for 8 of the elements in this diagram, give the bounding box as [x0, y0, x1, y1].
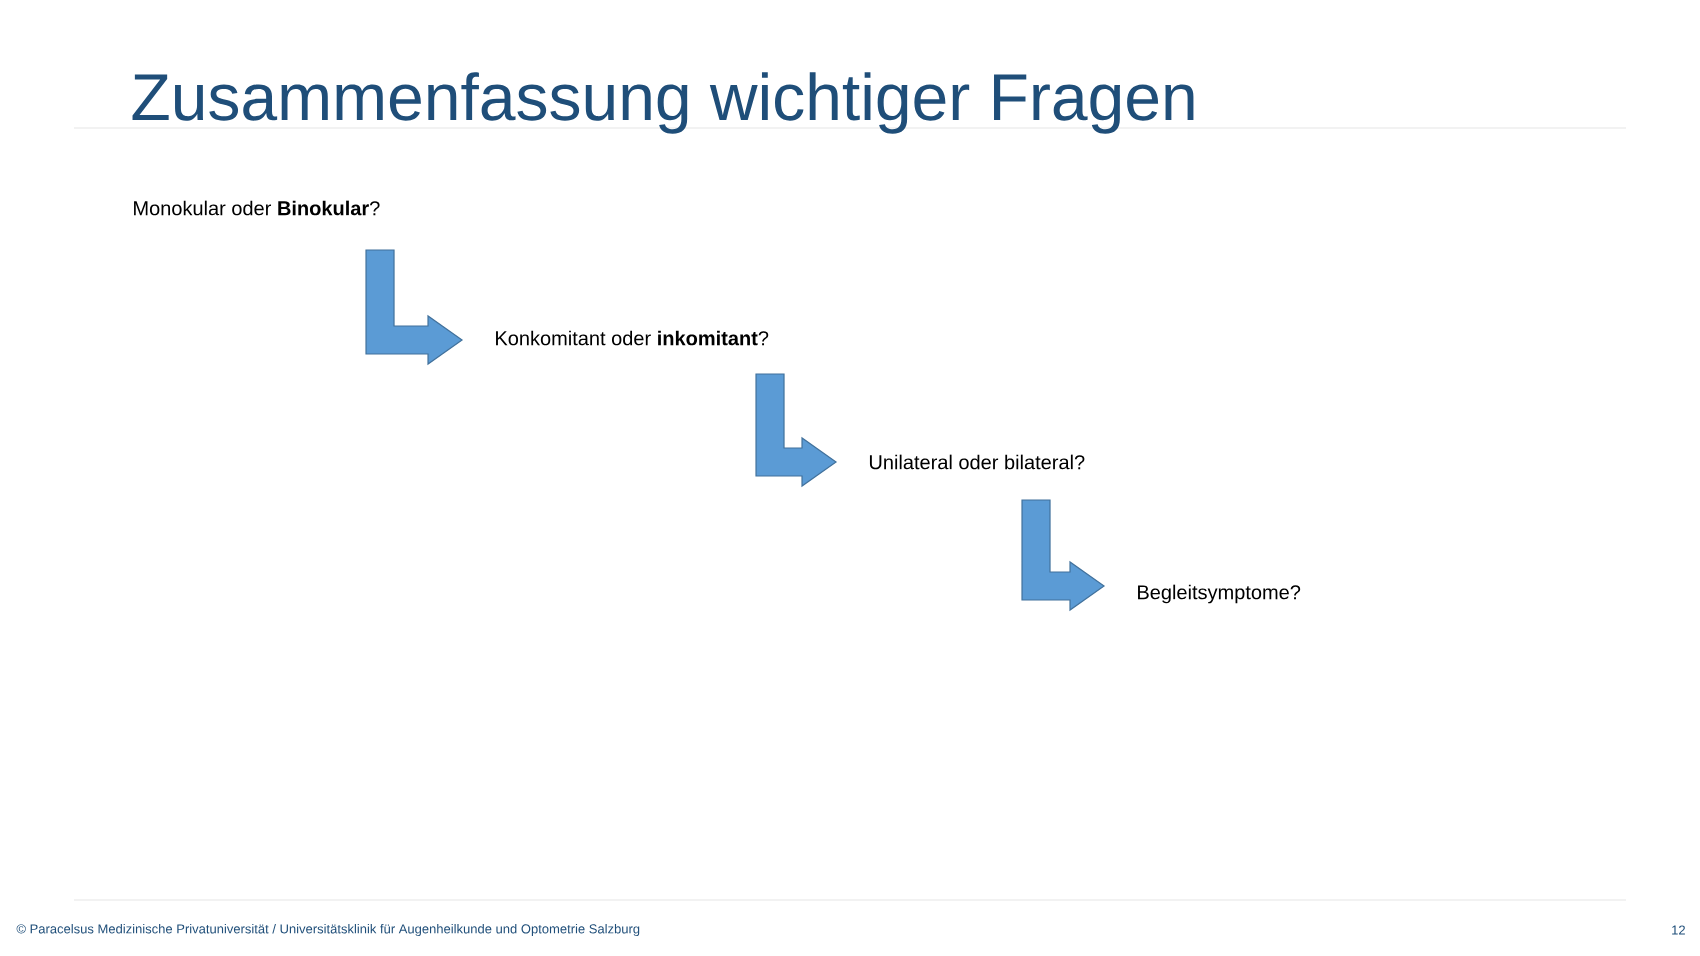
slide-title: Zusammenfassung wichtiger Fragen: [132, 72, 1194, 134]
question-text: Begleitsymptome?: [1138, 584, 1301, 604]
question-text: Konkomitant oder inkomitant?: [496, 330, 769, 346]
bent-arrow: [1021, 499, 1106, 612]
bent-arrow: [365, 249, 464, 366]
bent-arrow: [755, 373, 838, 488]
question-text: Monokular oder Binokular?: [134, 200, 380, 216]
question-text: Unilateral oder bilateral?: [869, 454, 1085, 470]
